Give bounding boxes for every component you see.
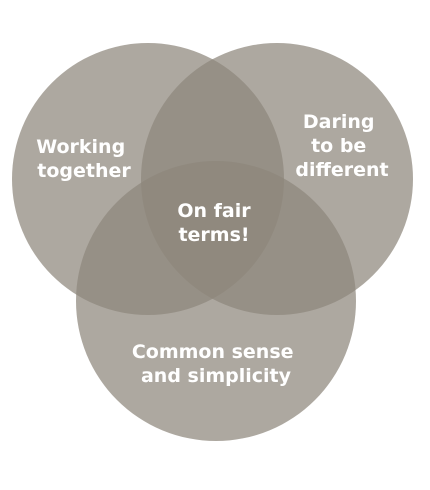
label-working-together-line-2: together (37, 160, 131, 182)
label-center-line-1: On fair (177, 200, 251, 222)
label-working-together: Working together (36, 136, 132, 182)
label-working-together-line-1: Working (36, 136, 125, 158)
label-center-line-2: terms! (178, 224, 249, 246)
label-common-sense-line-1: Common sense (132, 341, 294, 363)
label-common-sense: Common sense and simplicity (132, 341, 300, 387)
label-daring-line-3: different (295, 159, 388, 181)
label-daring-line-2: to be (311, 135, 366, 157)
label-daring-line-1: Daring (303, 111, 375, 133)
label-common-sense-line-2: and simplicity (141, 365, 292, 387)
label-daring-to-be-different: Daring to be different (295, 111, 388, 181)
circle-common-sense (76, 161, 356, 441)
